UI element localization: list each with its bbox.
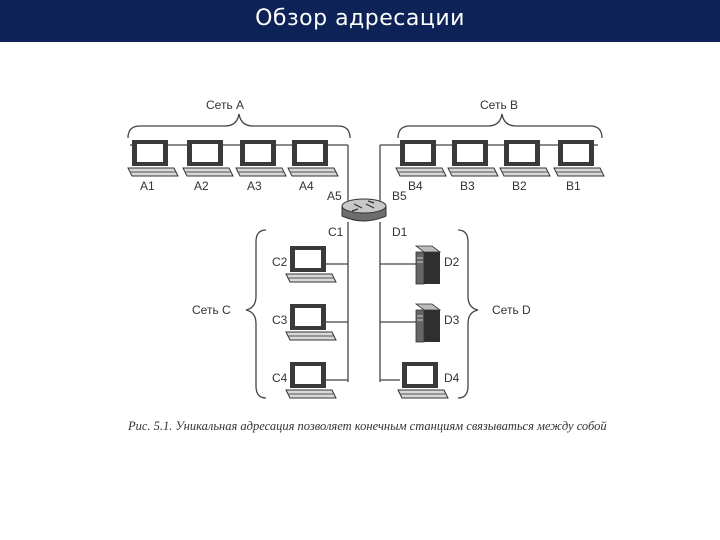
- host-label-b3: B3: [460, 179, 475, 193]
- server-d3-icon: [415, 303, 441, 343]
- host-label-a1: A1: [140, 179, 155, 193]
- router-icon: [341, 198, 387, 222]
- label-network-a: Сеть А: [206, 98, 244, 112]
- label-network-d: Сеть D: [492, 303, 531, 317]
- host-label-b2: B2: [512, 179, 527, 193]
- brace-network-d: [457, 229, 479, 399]
- label-network-b: Сеть В: [480, 98, 518, 112]
- server-d2-icon: [415, 245, 441, 285]
- slide-title-bar: Обзор адресации: [0, 0, 720, 42]
- brace-network-a: [127, 113, 351, 139]
- host-label-d4: D4: [444, 371, 460, 385]
- host-label-c4: C4: [272, 371, 288, 385]
- router-port-a5: A5: [327, 189, 342, 203]
- host-label-a4: A4: [299, 179, 314, 193]
- host-label-c2: C2: [272, 255, 288, 269]
- host-label-d3: D3: [444, 313, 460, 327]
- router-port-d1: D1: [392, 225, 408, 239]
- router-port-c1: C1: [328, 225, 344, 239]
- host-label-b4: B4: [408, 179, 423, 193]
- router-port-b5: B5: [392, 189, 407, 203]
- host-label-a2: A2: [194, 179, 209, 193]
- workstation-d4-icon: [397, 361, 449, 399]
- network-braces: [127, 113, 603, 399]
- host-label-b1: B1: [566, 179, 581, 193]
- host-label-c3: C3: [272, 313, 288, 327]
- host-label-d2: D2: [444, 255, 460, 269]
- brace-network-b: [397, 113, 603, 139]
- brace-network-c: [245, 229, 267, 399]
- figure-caption: Рис. 5.1. Уникальная адресация позволяет…: [128, 419, 607, 433]
- label-network-c: Сеть С: [192, 303, 231, 317]
- slide-title: Обзор адресации: [255, 6, 465, 31]
- host-label-a3: A3: [247, 179, 262, 193]
